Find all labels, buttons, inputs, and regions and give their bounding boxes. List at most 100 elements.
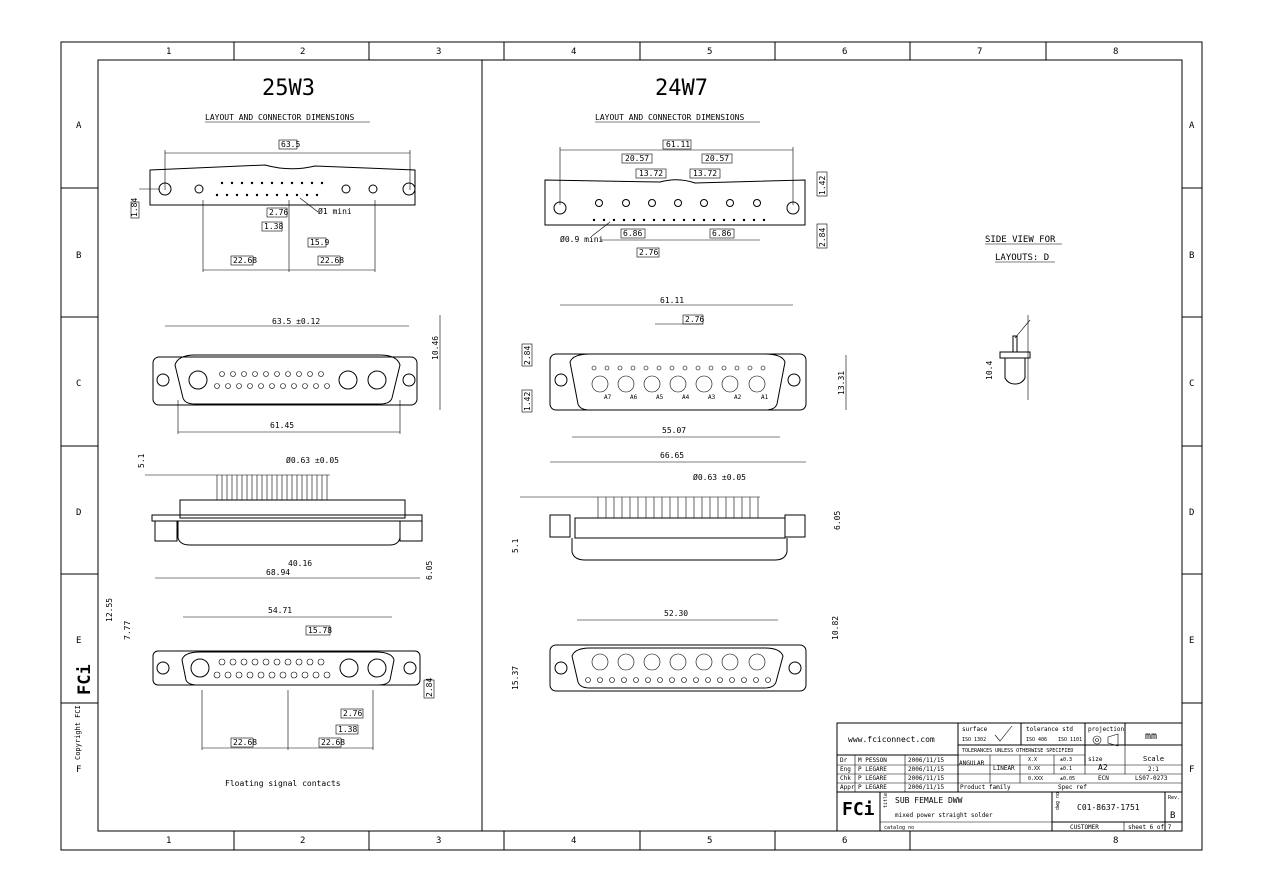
svg-text:66.65: 66.65 <box>660 451 684 460</box>
svg-text:LS07-0273: LS07-0273 <box>1135 775 1168 782</box>
svg-text:61.11: 61.11 <box>666 140 690 149</box>
title-block: www.fciconnect.com surface ISO 1302 tole… <box>836 722 1183 832</box>
svg-text:M PESSON: M PESSON <box>858 757 887 764</box>
svg-text:2006/11/15: 2006/11/15 <box>908 784 945 791</box>
svg-text:15.78: 15.78 <box>308 626 332 635</box>
column-labels-bottom: 1 2 3 4 5 6 8 <box>166 836 1118 846</box>
layout-24w7: 61.11 20.57 20.57 13.72 13.72 1.42 2.84 … <box>544 139 828 258</box>
col-label: 4 <box>571 47 576 57</box>
svg-text:40.16: 40.16 <box>288 559 312 568</box>
svg-text:title: title <box>883 793 889 808</box>
svg-text:LAYOUTS: D: LAYOUTS: D <box>995 253 1049 263</box>
svg-text:±0.3: ±0.3 <box>1060 757 1072 763</box>
svg-text:13.72: 13.72 <box>639 169 663 178</box>
svg-text:6.05: 6.05 <box>425 561 434 580</box>
svg-text:CUSTOMER: CUSTOMER <box>1070 824 1099 831</box>
svg-text:2.84: 2.84 <box>425 678 434 697</box>
side-25w3: 5.1 Ø0.63 ±0.05 <box>137 453 423 546</box>
pin-label: A4 <box>682 394 690 401</box>
svg-text:52.30: 52.30 <box>664 609 688 618</box>
svg-text:6.05: 6.05 <box>833 511 842 530</box>
svg-text:2.76: 2.76 <box>269 208 288 217</box>
svg-text:SUB FEMALE DWW: SUB FEMALE DWW <box>895 796 963 805</box>
svg-text:ISO 1101: ISO 1101 <box>1058 737 1082 743</box>
svg-text:13.72: 13.72 <box>693 169 717 178</box>
svg-text:FCi: FCi <box>75 664 95 695</box>
svg-text:Dr: Dr <box>840 757 848 764</box>
row-label: F <box>1189 765 1194 775</box>
svg-text:SIDE VIEW FOR: SIDE VIEW FOR <box>985 235 1056 245</box>
col-label: 8 <box>1113 47 1118 57</box>
svg-text:15.9: 15.9 <box>310 238 329 247</box>
svg-text:22.68: 22.68 <box>321 738 345 747</box>
svg-text:61.45: 61.45 <box>270 421 294 430</box>
svg-text:ECN: ECN <box>1098 775 1109 782</box>
column-ticks-bottom <box>233 831 911 850</box>
col-label: 1 <box>166 836 171 846</box>
row-label: E <box>1189 636 1194 646</box>
svg-text:1.38: 1.38 <box>338 725 357 734</box>
left-title: 25W3 <box>262 76 315 101</box>
svg-text:1.38: 1.38 <box>264 222 283 231</box>
svg-text:68.94: 68.94 <box>266 568 290 577</box>
svg-text:ISO 1302: ISO 1302 <box>962 737 986 743</box>
side-view-d: SIDE VIEW FOR LAYOUTS: D 10.4 <box>985 235 1062 400</box>
svg-text:13.31: 13.31 <box>837 371 846 395</box>
drawing-number: C01-8637-1751 <box>1077 803 1140 812</box>
svg-text:0.XXX: 0.XXX <box>1028 776 1043 782</box>
svg-text:Scale: Scale <box>1143 755 1164 763</box>
svg-text:2.84: 2.84 <box>523 346 532 365</box>
svg-text:A2: A2 <box>1098 763 1108 772</box>
col-label: 5 <box>707 47 712 57</box>
col-label: 7 <box>977 47 982 57</box>
website-text: www.fciconnect.com <box>848 735 935 744</box>
svg-text:22.68: 22.68 <box>233 738 257 747</box>
svg-text:Ø0.63 ±0.05: Ø0.63 ±0.05 <box>693 472 746 482</box>
svg-text:1.84: 1.84 <box>130 198 139 217</box>
left-subtitle: LAYOUT AND CONNECTOR DIMENSIONS <box>205 113 354 122</box>
svg-text:5.1: 5.1 <box>137 453 146 468</box>
row-label: B <box>76 251 81 261</box>
fci-logo-side: FCi <box>75 664 95 695</box>
svg-text:±0.1: ±0.1 <box>1060 766 1072 772</box>
svg-text:2.76: 2.76 <box>639 248 658 257</box>
row-label: D <box>1189 508 1194 518</box>
col-label: 6 <box>842 47 847 57</box>
svg-text:61.11: 61.11 <box>660 296 684 305</box>
svg-text:ISO 406: ISO 406 <box>1026 737 1047 743</box>
svg-text:2.76: 2.76 <box>685 315 704 324</box>
svg-text:55.07: 55.07 <box>662 426 686 435</box>
svg-text:54.71: 54.71 <box>268 606 292 615</box>
col-label: 3 <box>436 47 441 57</box>
side-24w7: Ø0.63 ±0.05 5.1 6.05 <box>511 472 842 561</box>
row-labels-left: A B C D E F <box>76 121 82 775</box>
svg-text:P LEGARE: P LEGARE <box>858 784 887 791</box>
pin-label: A7 <box>604 394 612 401</box>
svg-text:2006/11/15: 2006/11/15 <box>908 757 945 764</box>
floating-note: Floating signal contacts <box>225 779 341 788</box>
bottom-25w3: 40.16 68.94 6.05 54.71 15.78 12.55 7.77 … <box>105 559 435 788</box>
svg-text:surface: surface <box>962 726 988 733</box>
column-labels-top: 1 2 3 4 5 6 7 8 <box>166 47 1118 57</box>
svg-text:20.57: 20.57 <box>625 154 649 163</box>
row-label: E <box>76 636 81 646</box>
svg-text:7.77: 7.77 <box>123 621 132 640</box>
svg-text:P LEGARE: P LEGARE <box>858 766 887 773</box>
svg-text:22.68: 22.68 <box>233 256 257 265</box>
svg-text:mixed power straight solder: mixed power straight solder <box>895 812 993 819</box>
pin-label: A1 <box>761 394 769 401</box>
row-label: A <box>1189 121 1195 131</box>
pin-label: A5 <box>656 394 664 401</box>
fci-logo: FCi <box>842 799 875 820</box>
svg-text:Chk: Chk <box>840 775 851 782</box>
svg-text:10.82: 10.82 <box>831 616 840 640</box>
svg-text:2006/11/15: 2006/11/15 <box>908 775 945 782</box>
right-subtitle: LAYOUT AND CONNECTOR DIMENSIONS <box>595 113 744 122</box>
svg-text:LINEAR: LINEAR <box>993 765 1015 772</box>
col-label: 2 <box>300 47 305 57</box>
svg-text:±0.05: ±0.05 <box>1060 776 1075 782</box>
pin-label: A2 <box>734 394 742 401</box>
row-labels-right: A B C D E F <box>1189 121 1195 775</box>
svg-text:1.42: 1.42 <box>523 392 532 411</box>
col-label: 2 <box>300 836 305 846</box>
